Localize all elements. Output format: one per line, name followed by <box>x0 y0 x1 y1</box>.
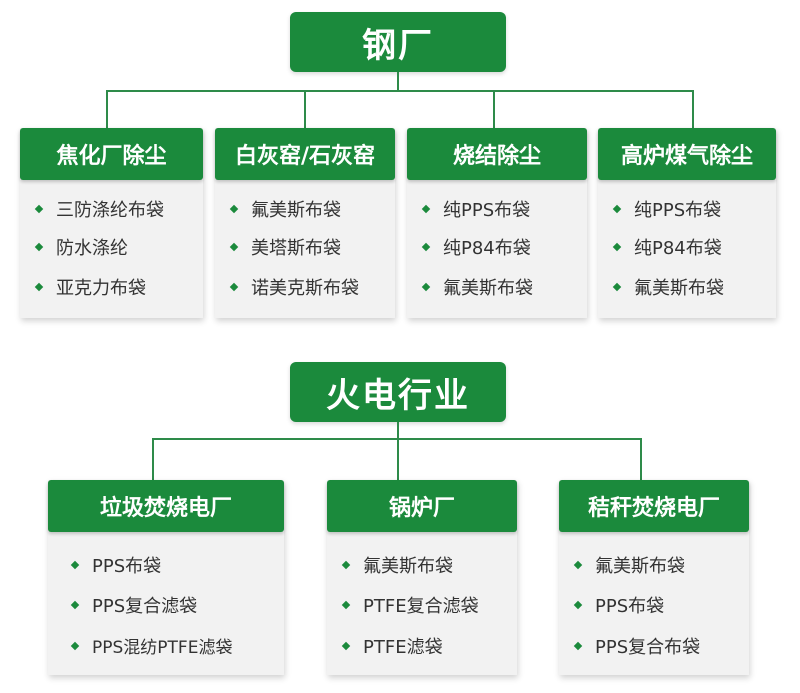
list-item: 氟美斯布袋 <box>421 274 533 300</box>
list-item: 氟美斯布袋 <box>341 552 453 578</box>
list-item: 三防涤纶布袋 <box>34 196 164 222</box>
bullet-diamond-icon <box>34 242 44 252</box>
bullet-diamond-icon <box>612 204 622 214</box>
card-boiler: 锅炉厂 氟美斯布袋 PTFE复合滤袋 PTFE滤袋 <box>327 480 517 675</box>
connector <box>493 90 495 128</box>
list-item: 纯PPS布袋 <box>421 196 530 222</box>
bullet-diamond-icon <box>34 204 44 214</box>
bullet-diamond-icon <box>341 560 351 570</box>
bullet-diamond-icon <box>70 560 80 570</box>
list-item: 防水涤纶 <box>34 234 128 260</box>
bullet-diamond-icon <box>612 282 622 292</box>
bullet-diamond-icon <box>34 282 44 292</box>
bullet-diamond-icon <box>229 204 239 214</box>
list-item: 纯P84布袋 <box>612 234 722 260</box>
list-item: 美塔斯布袋 <box>229 234 341 260</box>
bullet-diamond-icon <box>341 600 351 610</box>
card-waste-incineration: 垃圾焚烧电厂 PPS布袋 PPS复合滤袋 PPS混纺PTFE滤袋 <box>48 480 284 675</box>
card-title: 垃圾焚烧电厂 <box>48 480 284 532</box>
bullet-diamond-icon <box>421 204 431 214</box>
list-item: 氟美斯布袋 <box>573 552 685 578</box>
list-item: PPS布袋 <box>70 552 161 578</box>
bullet-diamond-icon <box>341 641 351 651</box>
list-item: PPS复合布袋 <box>573 633 700 659</box>
connector <box>692 90 694 128</box>
card-lime-kiln: 白灰窑/石灰窑 氟美斯布袋 美塔斯布袋 诺美克斯布袋 <box>215 128 395 318</box>
connector <box>152 438 154 480</box>
bullet-diamond-icon <box>421 242 431 252</box>
list-item: 亚克力布袋 <box>34 274 146 300</box>
bullet-diamond-icon <box>229 242 239 252</box>
list-item: 氟美斯布袋 <box>612 274 724 300</box>
bullet-diamond-icon <box>70 600 80 610</box>
root-node-steel: 钢厂 <box>290 12 506 72</box>
connector <box>397 422 399 440</box>
card-blast-furnace: 高炉煤气除尘 纯PPS布袋 纯P84布袋 氟美斯布袋 <box>598 128 776 318</box>
card-straw-incineration: 秸秆焚烧电厂 氟美斯布袋 PPS布袋 PPS复合布袋 <box>559 480 749 675</box>
list-item: 纯P84布袋 <box>421 234 531 260</box>
bullet-diamond-icon <box>573 560 583 570</box>
connector <box>397 438 399 480</box>
bullet-diamond-icon <box>229 282 239 292</box>
bullet-diamond-icon <box>70 641 80 650</box>
list-item: 诺美克斯布袋 <box>229 274 359 300</box>
connector <box>106 90 694 92</box>
card-title: 烧结除尘 <box>407 128 587 180</box>
connector <box>304 90 306 128</box>
bullet-diamond-icon <box>573 600 583 610</box>
list-item: PTFE复合滤袋 <box>341 592 479 618</box>
list-item: 纯PPS布袋 <box>612 196 721 222</box>
bullet-diamond-icon <box>421 282 431 292</box>
card-title: 白灰窑/石灰窑 <box>215 128 395 180</box>
bullet-diamond-icon <box>573 641 583 651</box>
list-item: PPS布袋 <box>573 592 664 618</box>
card-sintering: 烧结除尘 纯PPS布袋 纯P84布袋 氟美斯布袋 <box>407 128 587 318</box>
bullet-diamond-icon <box>612 242 622 252</box>
list-item: 氟美斯布袋 <box>229 196 341 222</box>
connector <box>397 72 399 92</box>
card-title: 焦化厂除尘 <box>20 128 203 180</box>
root-node-thermal-power: 火电行业 <box>290 362 506 422</box>
card-title: 高炉煤气除尘 <box>598 128 776 180</box>
card-title: 锅炉厂 <box>327 480 517 532</box>
card-title: 秸秆焚烧电厂 <box>559 480 749 532</box>
card-coking: 焦化厂除尘 三防涤纶布袋 防水涤纶 亚克力布袋 <box>20 128 203 318</box>
connector <box>106 90 108 128</box>
list-item: PPS混纺PTFE滤袋 <box>70 633 232 658</box>
list-item: PPS复合滤袋 <box>70 592 197 618</box>
connector <box>640 438 642 480</box>
list-item: PTFE滤袋 <box>341 633 443 659</box>
